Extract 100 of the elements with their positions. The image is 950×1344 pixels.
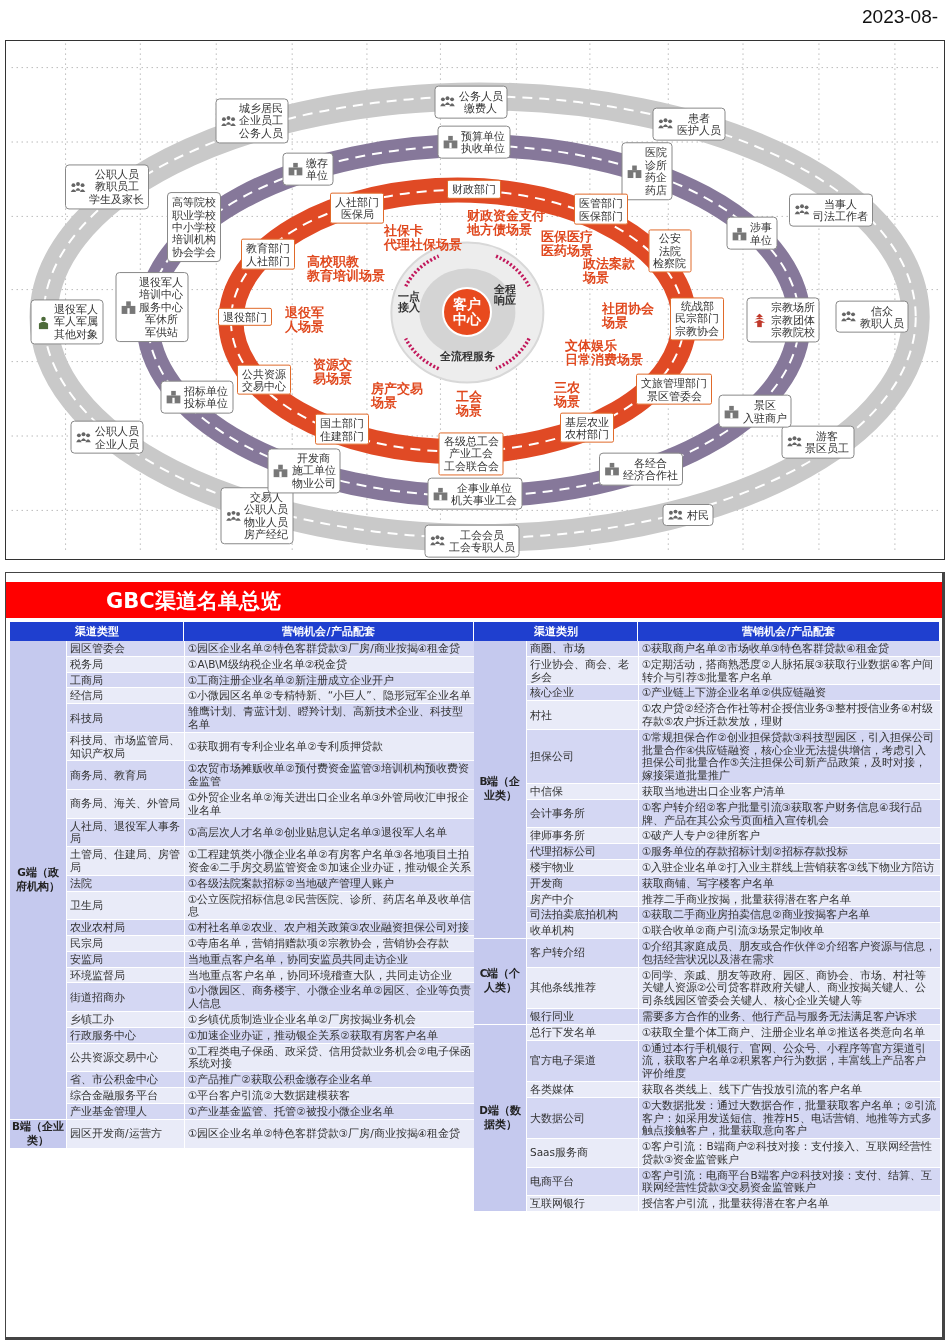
node-label: 村民 [687,509,709,522]
table-cell: 大数据公司 [526,1097,638,1140]
node-label: 当事人司法工作者 [813,197,869,223]
label-card [434,85,508,119]
table-cell: 人社局、退役军人事务局 [66,818,184,848]
ring-label: 全流程服务 [440,350,496,363]
table-cell: 科技局、市场监管局、知识产权局 [66,732,184,762]
label-card [215,98,289,144]
table-cell: 律师事务所 [526,828,638,845]
table-cell: 互联网银行 [526,1196,638,1213]
date-text: 2023-08- [862,6,939,28]
label-card [781,425,855,459]
label-card [835,300,909,333]
scenario-label: 三农场景 [554,380,581,409]
table-cell: C端（个人类） [474,938,526,1025]
table-cell: 卫生局 [66,891,184,921]
label-card [599,452,684,486]
table-cell: 科技局 [66,704,184,733]
table-cell: 街道招商办 [66,983,184,1012]
label-card [65,164,150,210]
label-card [424,524,520,558]
table-cell: 代理招标公司 [526,844,638,860]
label-card [621,142,673,201]
node-label: 退役部门 [223,310,268,323]
scenario-label: 文体娱乐日常消费场景 [565,338,644,367]
label-card [663,504,714,527]
header-cell: 营销机会/产品配套 [184,622,474,641]
scenario-label: 工会场景 [456,390,483,419]
label-card [427,477,523,510]
scenario-label: 资源交易场景 [313,358,352,386]
header-cell: 营销机会/产品配套 [638,622,940,641]
node-label: 医管部门医保部门 [578,196,623,222]
table-cell: 官方电子渠道 [526,1040,638,1082]
node-label: 高等院校职业学校中小学校培训机构协会学会 [172,196,217,259]
node-label: 企事业单位机关事业工会 [451,481,518,506]
node-label: 各经合经济合作社 [623,456,679,482]
table-cell: D端（数据类） [474,1024,526,1213]
header-cell: 渠道类型 [10,622,184,641]
table-cell: Saas服务商 [526,1139,638,1168]
node-label: 工会会员工会专职人员 [448,528,515,554]
table-cell: ①大数据批发：通过大数据合作，批量获取客户名单；②引流客户：如采用发送短信、推荐H5、电话营销、地推等方式多触点接触客户，批量获取意向客户 [638,1097,940,1140]
table-cell: 担保公司 [526,729,638,784]
table-cell: ①外贸企业名单②海关进出口企业名单③外管局收汇申报企业名单 [184,789,474,819]
table-cell: ①产品推广②获取公积金缴存企业名单 [184,1072,474,1088]
table-cell: 商圈、市场 [526,641,638,657]
table-cell: 园区开发商/运营方 [66,1119,184,1149]
scenario-label: 社保卡代理社保场景 [384,223,463,252]
header-cell: 渠道类别 [474,622,638,641]
node-label: 城乡居民企业员工公务人员 [239,102,284,140]
department-box [218,307,273,326]
table-cell: ①客户引流：电商平台B端客户②科技对接：支付、结算、互联网经营性贷款③交易资金监管账户 [638,1167,940,1197]
ring-label: 全程响应 [494,283,517,307]
table-cell: 客户转介绍 [526,938,638,968]
table-cell: ①服务单位的存款招标计划②招标存款投标 [638,844,940,860]
node-label: 教育部门人社部门 [245,241,290,267]
table-cell: ①小微园区名单②专精特新、“小巨人”、隐形冠军企业名单 [184,688,474,705]
node-label: 人社部门医保局 [335,195,380,221]
department-box [447,180,502,199]
table-cell: 雏鹰计划、青蓝计划、瞪羚计划、高新技术企业、科技型名单 [184,704,474,733]
table-cell: 会计事务所 [526,799,638,829]
table-cell: ①定期活动，搭商熟悉度②人脉拓展③获取行业数据④客户间转介与引荐⑤批量客户名单 [638,656,940,686]
center-label: 客户中心 [453,297,482,328]
table-cell: 省、市公积金中心 [66,1072,184,1088]
node-label: 公职人员教职员工学生及家长 [89,168,145,206]
table-cell: 公共资源交易中心 [66,1043,184,1073]
label-card [746,297,820,343]
node-label: 公安法院检察院 [653,232,686,270]
node-label: 公共资源交易中心 [242,367,286,392]
node-label: 文旅管理部门景区管委会 [641,376,708,402]
node-label: 公职人员企业人员 [94,424,139,450]
table-cell: ①工程建筑类小微企业名单②有房客户名单③各地项目土拍资金④二手房交易监管资金⑤加速企业办证，推动银企关系 [184,847,474,876]
table-cell: 商务局、海关、外管局 [66,789,184,819]
table-cell: 村社 [526,701,638,730]
label-card [652,107,726,141]
table-cell: ①农户贷②经济合作社等村企授信业务③整村授信业务④村级存款⑤农户拆迁款发放，理财 [638,701,940,730]
table-cell: ①介绍其家庭成员、朋友或合作伙伴②介绍客户资源与信息，包括经营状况以及潜在需求 [638,938,940,968]
table-cell: 核心企业 [526,685,638,702]
node-label: 景区入驻商户 [742,399,787,424]
table-cell: ①园区企业名单②特色客群贷款③厂房/商业按揭④租金贷 [184,1119,474,1149]
scenario-label: 政法案款场景 [582,257,635,286]
node-label: 信众教职人员 [859,304,904,329]
node-label: 患者医护人员 [676,111,721,137]
label-card [30,299,104,345]
label-card [160,380,234,414]
table-cell: ①常规担保合作②创业担保贷款③科技型园区，引入担保公司批量合作④供应链融资，核心企业无法提供增信，考虑引入担保公司批量合作⑤关注担保公司新产品政策，及时对接，嫁接渠道批量推广 [638,729,940,784]
table-cell: ①破产人专户②律所客户 [638,828,940,845]
node-label: 招标单位投标单位 [184,384,229,410]
scenario-label: 高校职教教育培训场景 [306,254,385,283]
node-label: 各级总工会产业工会工会联合会 [443,435,499,473]
node-label: 公务人员缴费人 [458,89,503,115]
label-card [115,272,189,342]
node-label: 基层农业农村部门 [565,415,610,440]
node-label: 国土部门住建部门 [320,417,365,442]
table-cell: 土管局、住建局、房管局 [66,847,184,876]
table-cell: ①同学、亲戚、朋友等政府、园区、商协会、市场、村社等关键人资源②公司贷客群政府关键人、商业按揭关键人、公司条线园区管委会关键人、核心企业关键人等 [638,967,940,1009]
table-cell: 授信客户引流，批量获得潜在客户名单 [638,1196,940,1213]
table-cell: 电商平台 [526,1167,638,1197]
label-card [718,395,792,428]
label-card [789,193,874,227]
node-label: 医院诊所药企药店 [645,146,668,197]
